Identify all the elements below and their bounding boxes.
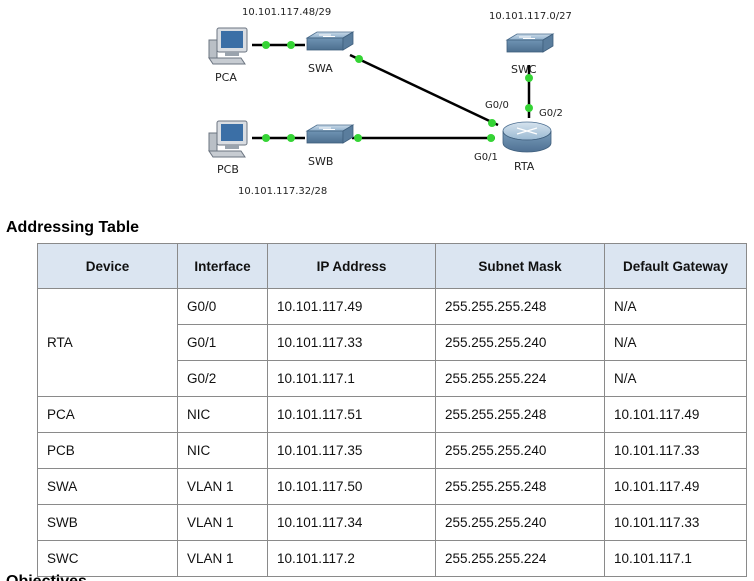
col-header-interface: Interface (177, 243, 268, 289)
table-row: SWC VLAN 1 10.101.117.2 255.255.255.224 … (37, 540, 747, 577)
table-row: RTA G0/0 10.101.117.49 255.255.255.248 N… (37, 288, 747, 397)
table-row: G0/2 10.101.117.1 255.255.255.224 N/A (38, 360, 747, 397)
ip-cell: 10.101.117.51 (267, 396, 436, 433)
link-up-dot (287, 134, 295, 142)
table-row: SWB VLAN 1 10.101.117.34 255.255.255.240… (37, 504, 747, 541)
mask-cell: 255.255.255.224 (435, 360, 605, 397)
addressing-table: Device Interface IP Address Subnet Mask … (37, 243, 747, 577)
interface-cell: NIC (177, 396, 268, 433)
mask-cell: 255.255.255.248 (435, 288, 605, 325)
link-up-dot (525, 74, 533, 82)
swa-icon (305, 31, 355, 51)
table-row: PCA NIC 10.101.117.51 255.255.255.248 10… (37, 396, 747, 433)
ip-cell: 10.101.117.34 (267, 504, 436, 541)
link-status-dots (262, 41, 533, 142)
device-cell: SWB (37, 504, 178, 541)
table-body: RTA G0/0 10.101.117.49 255.255.255.248 N… (37, 288, 747, 577)
swb-label: SWB (308, 155, 333, 168)
col-header-default-gateway: Default Gateway (604, 243, 747, 289)
swc-subnet-label: 10.101.117.0/27 (489, 11, 572, 22)
swb-subnet-label: 10.101.117.32/28 (238, 186, 327, 197)
link-up-dot (262, 134, 270, 142)
port-g01-label: G0/1 (474, 152, 498, 163)
link-up-dot (488, 119, 496, 127)
ip-cell: 10.101.117.49 (267, 288, 436, 325)
topology-svg: 10.101.117.48/29 10.101.117.0/27 10.101.… (208, 7, 572, 197)
ip-cell: 10.101.117.1 (267, 360, 436, 397)
pca-icon (208, 27, 248, 65)
ip-cell: 10.101.117.35 (267, 432, 436, 469)
interface-cell: G0/2 (177, 360, 268, 397)
pca-label: PCA (215, 71, 237, 84)
interface-cell: VLAN 1 (177, 468, 268, 505)
gateway-cell: 10.101.117.33 (604, 432, 747, 469)
mask-cell: 255.255.255.240 (435, 504, 605, 541)
device-cell: PCB (37, 432, 178, 469)
swa-subnet-label: 10.101.117.48/29 (242, 7, 331, 18)
table-row: PCB NIC 10.101.117.35 255.255.255.240 10… (37, 432, 747, 469)
device-cell: SWC (37, 540, 178, 577)
interface-cell: G0/1 (177, 324, 268, 361)
port-g00-label: G0/0 (485, 100, 509, 111)
link-up-dot (287, 41, 295, 49)
table-row: G0/1 10.101.117.33 255.255.255.240 N/A (38, 324, 747, 361)
col-header-ip-address: IP Address (267, 243, 436, 289)
swa-label: SWA (308, 62, 333, 75)
device-cell: SWA (37, 468, 178, 505)
interface-cell: G0/0 (177, 288, 268, 325)
mask-cell: 255.255.255.224 (435, 540, 605, 577)
link-up-dot (354, 134, 362, 142)
pcb-label: PCB (217, 163, 239, 176)
mask-cell: 255.255.255.248 (435, 396, 605, 433)
device-cell-rta: RTA (37, 288, 178, 397)
ip-cell: 10.101.117.50 (267, 468, 436, 505)
rta-icon (502, 121, 552, 153)
topology-diagram: 10.101.117.48/29 10.101.117.0/27 10.101.… (195, 0, 595, 205)
table-row: SWA VLAN 1 10.101.117.50 255.255.255.248… (37, 468, 747, 505)
next-section-heading: Objectives (6, 573, 87, 581)
table-header: Device Interface IP Address Subnet Mask … (37, 243, 747, 289)
mask-cell: 255.255.255.240 (435, 324, 605, 361)
interface-cell: NIC (177, 432, 268, 469)
mask-cell: 255.255.255.240 (435, 432, 605, 469)
gateway-cell: 10.101.117.49 (604, 396, 747, 433)
header-row: Device Interface IP Address Subnet Mask … (37, 243, 747, 289)
rta-label: RTA (514, 160, 535, 173)
ip-cell: 10.101.117.2 (267, 540, 436, 577)
device-cell: PCA (37, 396, 178, 433)
interface-cell: VLAN 1 (177, 540, 268, 577)
link-up-dot (525, 104, 533, 112)
link-up-dot (355, 55, 363, 63)
addressing-table-heading: Addressing Table (6, 219, 140, 236)
link-swa-rta (349, 53, 499, 127)
gateway-cell: N/A (604, 324, 747, 361)
ip-cell: 10.101.117.33 (267, 324, 436, 361)
gateway-cell: 10.101.117.49 (604, 468, 747, 505)
gateway-cell: N/A (604, 288, 747, 325)
swb-icon (305, 124, 355, 144)
col-header-subnet-mask: Subnet Mask (435, 243, 605, 289)
swc-icon (505, 33, 555, 53)
interface-cell: VLAN 1 (177, 504, 268, 541)
port-g02-label: G0/2 (539, 108, 563, 119)
mask-cell: 255.255.255.248 (435, 468, 605, 505)
swc-label: SWC (511, 63, 537, 76)
link-up-dot (262, 41, 270, 49)
pcb-icon (208, 120, 248, 158)
gateway-cell: N/A (604, 360, 747, 397)
link-up-dot (487, 134, 495, 142)
gateway-cell: 10.101.117.1 (604, 540, 747, 577)
col-header-device: Device (37, 243, 178, 289)
gateway-cell: 10.101.117.33 (604, 504, 747, 541)
